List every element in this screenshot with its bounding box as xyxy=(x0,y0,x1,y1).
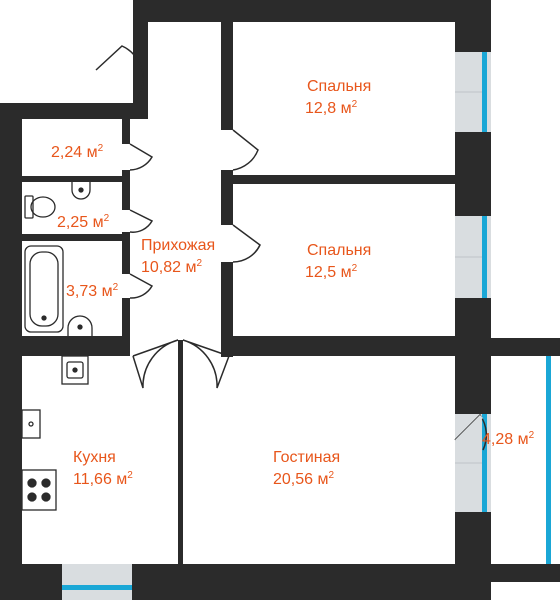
door-living xyxy=(182,339,230,389)
living-area: 20,56 м2 xyxy=(273,470,334,488)
bedroom1-area: 12,8 м2 xyxy=(305,99,358,117)
hall-area: 10,82 м2 xyxy=(141,258,202,276)
living-name: Гостиная xyxy=(273,449,340,466)
balcony-wall-top xyxy=(491,338,560,356)
kitchen-sink-icon xyxy=(61,355,89,385)
room-labels: Спальня 12,8 м2 Спальня 12,5 м2 Прихожая… xyxy=(51,78,535,488)
appliance-icon xyxy=(21,409,41,439)
kitchen-name: Кухня xyxy=(73,449,116,466)
wall-bedroom-living xyxy=(233,336,455,356)
wall-small-rooms-3 xyxy=(122,232,130,274)
door-bedroom2 xyxy=(232,224,261,263)
wall-hall-bedroom xyxy=(221,22,233,130)
door-storage xyxy=(129,143,154,171)
wall-hall-bottom xyxy=(229,340,239,356)
bath-area: 3,73 м2 xyxy=(66,282,119,300)
wall-left xyxy=(0,103,22,600)
hall-name: Прихожая xyxy=(141,237,215,254)
wall-between-bedrooms xyxy=(233,175,455,184)
window-kitchen xyxy=(62,564,132,600)
balcony-area: 4,28 м2 xyxy=(482,430,535,448)
bedroom2-area: 12,5 м2 xyxy=(305,263,358,281)
bedroom2-name: Спальня xyxy=(307,242,371,259)
window-bedroom2 xyxy=(455,216,491,298)
bath-sink-icon xyxy=(67,315,93,336)
wall-hall-bedroom-2 xyxy=(221,170,233,225)
door-bath xyxy=(129,273,154,299)
wall-small-rooms-2 xyxy=(122,170,130,210)
wall-kitchen-living xyxy=(178,340,183,564)
wall-storage-toilet xyxy=(22,176,130,182)
fixtures xyxy=(21,182,93,511)
door-entrance xyxy=(95,45,144,105)
bedroom1-name: Спальня xyxy=(307,78,371,95)
doors xyxy=(95,45,488,451)
storage-area: 2,24 м2 xyxy=(51,143,104,161)
wall-left-step-top xyxy=(0,103,135,119)
wall-small-rooms-4 xyxy=(122,298,130,356)
windows xyxy=(62,52,551,600)
door-toilet xyxy=(129,209,154,233)
wall-top xyxy=(133,0,491,22)
door-kitchen xyxy=(132,339,179,389)
wall-left-step-vertical xyxy=(133,0,148,119)
window-balcony xyxy=(546,356,551,564)
door-bedroom1 xyxy=(232,129,259,171)
stove-icon xyxy=(21,469,57,511)
interior-walls xyxy=(22,22,455,564)
window-living xyxy=(455,414,491,512)
toilet-area: 2,25 м2 xyxy=(57,213,110,231)
balcony-door-fill xyxy=(455,415,483,443)
toilet-icon xyxy=(24,195,56,219)
kitchen-area: 11,66 м2 xyxy=(73,470,133,488)
sink-icon xyxy=(71,182,91,200)
wall-small-rooms xyxy=(122,119,130,144)
wall-toilet-bath xyxy=(22,234,130,241)
bathtub-icon xyxy=(24,245,64,333)
wall-hall-bedroom-3 xyxy=(221,262,233,357)
wall-kitchen-top xyxy=(22,336,130,356)
balcony-wall-bottom xyxy=(491,564,560,582)
window-bedroom1 xyxy=(455,52,491,132)
